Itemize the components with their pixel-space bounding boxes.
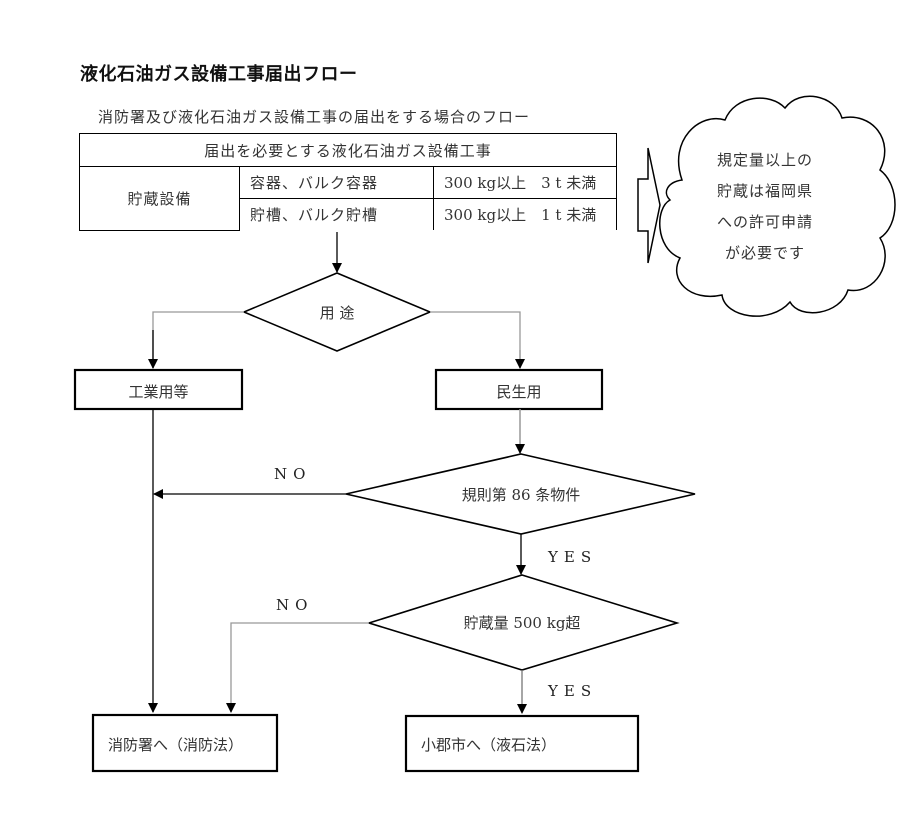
box-city — [404, 714, 640, 773]
table-item: 貯槽、バルク貯槽 — [239, 198, 434, 230]
decision-usage — [241, 272, 433, 352]
connector — [430, 311, 521, 368]
callout-line: への許可申請 — [716, 213, 813, 231]
box-fire-dept-label: 消防署へ（消防法） — [108, 736, 244, 754]
callout-line: が必要です — [724, 244, 805, 262]
box-city-label: 小郡市へ（液石法） — [421, 736, 557, 754]
box-industrial-label: 工業用等 — [128, 383, 189, 401]
label-yes-storage: YES — [548, 682, 598, 700]
box-fire-dept — [91, 713, 279, 773]
table-header: 届出を必要とする液化石油ガス設備工事 — [79, 133, 617, 167]
decision-rule86-label: 規則第 86 条物件 — [461, 486, 581, 504]
table-item: 容器、バルク容器 — [239, 166, 434, 199]
connector — [152, 311, 244, 368]
callout-cloud — [659, 95, 896, 317]
callout-line: 規定量以上の — [716, 151, 813, 169]
label-no-rule86: NO — [274, 465, 312, 483]
table-range: 300 kg以上 1 t 未満 — [433, 198, 617, 230]
decision-usage-label: 用 途 — [319, 304, 355, 322]
label-no-storage: NO — [276, 596, 314, 614]
table-category: 貯蔵設備 — [79, 166, 240, 231]
box-industrial — [73, 368, 244, 411]
table-row: 貯蔵設備 容器、バルク容器 300 kg以上 3 t 未満 — [79, 166, 617, 231]
box-residential — [434, 368, 604, 411]
page-title: 液化石油ガス設備工事届出フロー — [80, 64, 358, 85]
box-residential-label: 民生用 — [496, 383, 542, 401]
flow-subtitle: 消防署及び液化石油ガス設備工事の届出をする場合のフロー — [98, 108, 531, 126]
callout-line: 貯蔵は福岡県 — [716, 182, 813, 200]
connector — [226, 622, 369, 713]
callout-arrow — [637, 147, 661, 264]
requirement-table: 届出を必要とする液化石油ガス設備工事 貯蔵設備 容器、バルク容器 300 kg以… — [79, 133, 617, 231]
table-row: 貯槽、バルク貯槽 300 kg以上 1 t 未満 — [80, 198, 617, 230]
callout-text: 規定量以上の 貯蔵は福岡県 への許可申請 が必要です — [700, 145, 830, 269]
label-yes-rule86: YES — [548, 548, 598, 566]
decision-storage-label: 貯蔵量 500 kg超 — [463, 614, 581, 632]
table-range: 300 kg以上 3 t 未満 — [433, 166, 617, 199]
